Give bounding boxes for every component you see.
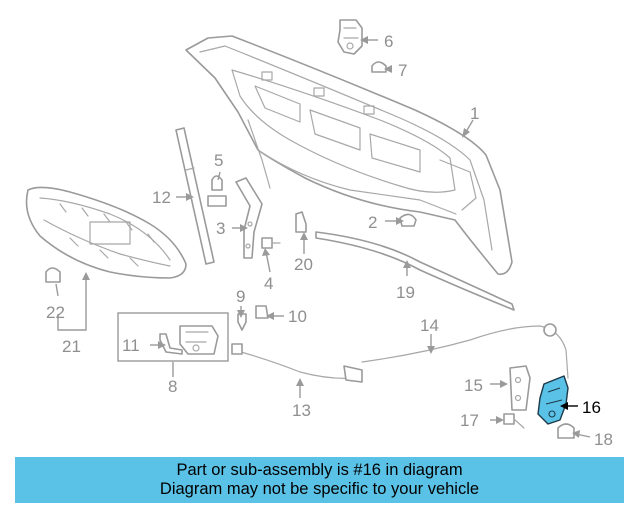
part-seal-19: [315, 231, 515, 311]
part-insulator-21: [25, 186, 187, 279]
callout-15: 15: [464, 376, 483, 395]
callout-6: 6: [384, 32, 393, 51]
banner-line-2: Diagram may not be specific to your vehi…: [159, 480, 480, 498]
part-bracket-15: [509, 365, 531, 411]
callout-3: 3: [216, 219, 225, 238]
info-banner: Part or sub-assembly is #16 in diagram D…: [15, 457, 624, 503]
part-fastener-5: [207, 175, 227, 207]
part-bumper-7: [371, 61, 387, 73]
callout-20: 20: [294, 255, 313, 274]
callout-10: 10: [288, 307, 307, 326]
part-bolt-17: [503, 413, 525, 429]
callout-16[interactable]: 16: [582, 398, 601, 417]
callout-2: 2: [368, 213, 377, 232]
part-cable-14: [361, 323, 569, 379]
part-grommet-2: [399, 213, 417, 227]
part-latch-16-highlighted[interactable]: [537, 375, 569, 425]
callout-8: 8: [168, 377, 177, 396]
part-cable-13: [231, 343, 363, 383]
callout-14: 14: [420, 316, 439, 335]
part-bolt-4: [261, 237, 281, 249]
callout-9: 9: [236, 287, 245, 306]
part-group-8: [117, 312, 229, 362]
banner-line-1: Part or sub-assembly is #16 in diagram: [176, 461, 463, 479]
part-clip-18: [557, 423, 575, 439]
parts-diagram: 1 2 3 4 5 6 7 8 9 10 11 12 13 14 15 16 1…: [25, 19, 613, 449]
callout-19: 19: [396, 283, 415, 302]
part-latch-6: [337, 19, 363, 55]
leader-lines: [55, 36, 591, 438]
callout-11: 11: [122, 336, 140, 355]
part-screw-9: [237, 313, 247, 331]
callout-21: 21: [62, 337, 81, 356]
part-nut-10: [255, 305, 269, 319]
callout-18: 18: [594, 430, 613, 449]
callout-4: 4: [264, 274, 273, 293]
callout-17: 17: [460, 411, 479, 430]
callout-7: 7: [398, 61, 407, 80]
part-clip-22: [45, 267, 61, 283]
callout-13: 13: [292, 401, 311, 420]
callout-12: 12: [152, 188, 171, 207]
part-bracket-20: [295, 211, 307, 233]
callout-5: 5: [214, 151, 223, 170]
part-hinge-3: [235, 177, 263, 259]
callout-1: 1: [470, 104, 479, 123]
part-hood: [185, 35, 513, 276]
part-strut-12: [175, 127, 215, 265]
callout-22: 22: [46, 303, 65, 322]
